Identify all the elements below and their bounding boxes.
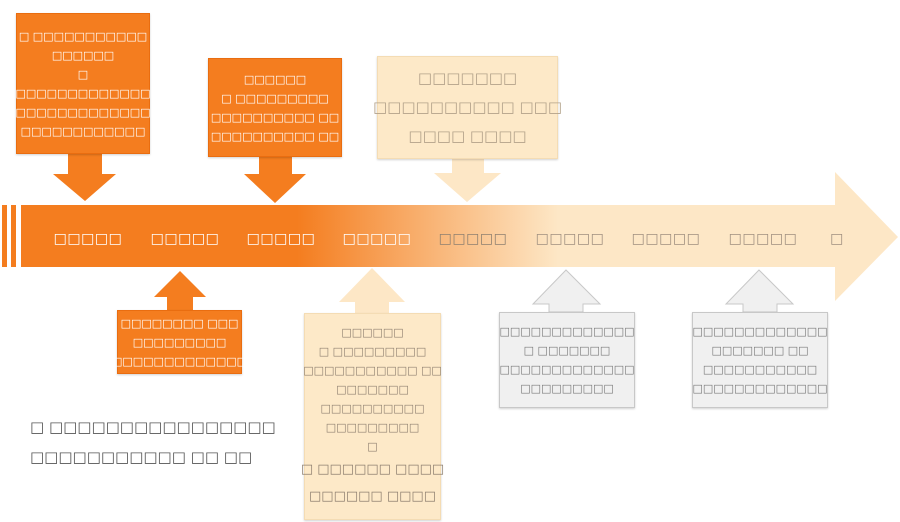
callout-below-2-line-9: □□□□□□ □□□□ (309, 489, 436, 504)
callout-above-1: □ □□□□□□□□□□□ □□□□□□ □ □□□□□□□□□□□□□ □□□… (15, 13, 151, 154)
callout-below-4: □□□□□□□□□□□□□ □□□□□□□ □□ □□□□□□□□□□□ □□□… (692, 312, 828, 408)
callout-above-3-line-2: □□□□□□□□□□ □□□ (373, 98, 563, 116)
callout-below-2-line-8: □ □□□□□□ □□□□ (300, 462, 445, 477)
timeline-label-7: □□□□□ (631, 231, 701, 247)
callout-below-4-line-1: □□□□□□□□□□□□□ (692, 325, 828, 338)
timeline-label-2: □□□□□ (150, 231, 220, 247)
up-arrow-2 (339, 268, 405, 313)
callout-above-1-line-3: □ (77, 67, 89, 81)
timeline-arrow-body (21, 172, 898, 301)
up-arrow-1 (154, 271, 206, 310)
footnote-line-2: □□□□□□□□□□□ □□ □□ (30, 448, 253, 466)
callout-below-4-line-3: □□□□□□□□□□□ (702, 363, 818, 376)
timeline-label-6: □□□□□ (535, 231, 605, 247)
timeline-label-5: □□□□□ (438, 231, 508, 247)
callout-above-2-line-2: □ □□□□□□□□□ (221, 91, 329, 105)
callout-below-2-line-1: □□□□□□ (341, 326, 404, 339)
callout-above-3-line-3: □□□□ □□□□ (408, 127, 527, 145)
timeline-label-9: □ (830, 231, 844, 247)
timeline-start-bar-2 (11, 205, 16, 267)
callout-below-2-line-6: □□□□□□□□□ (325, 421, 420, 434)
timeline-start-bar-1 (2, 205, 7, 267)
timeline-label-4: □□□□□ (342, 231, 412, 247)
callout-above-2-line-1: □□□□□□ (243, 72, 307, 86)
callout-below-1: □□□□□□□□ □□□ □□□□□□□□□ □□□□□□□□□□□□□ (112, 310, 247, 374)
callout-below-4-line-4: □□□□□□□□□□□□□ (692, 382, 828, 395)
down-arrow-1 (53, 154, 116, 201)
callout-below-1-line-2: □□□□□□□□□ (132, 335, 227, 349)
callout-below-3-line-3: □□□□□□□□□□□□□ (499, 363, 635, 376)
timeline-label-3: □□□□□ (246, 231, 316, 247)
callout-below-2-line-4: □□□□□□□ (336, 383, 409, 396)
callout-below-3-line-1: □□□□□□□□□□□□□ (499, 325, 635, 338)
callout-above-1-line-5: □□□□□□□□□□□□□ (15, 105, 151, 119)
timeline-label-8: □□□□□ (728, 231, 798, 247)
callout-below-2-line-5: □□□□□□□□□□ (320, 402, 425, 415)
footnote-line-1: □ □□□□□□□□□□□□□□□□ (30, 418, 276, 436)
callout-below-2-line-7: □ (367, 440, 378, 453)
callout-above-1-line-1: □ □□□□□□□□□□□ (18, 29, 148, 43)
callout-below-2: □□□□□□ □ □□□□□□□□□ □□□□□□□□□□□ □□ □□□□□□… (300, 313, 445, 520)
down-arrow-3 (434, 156, 501, 202)
callout-above-3: □□□□□□□ □□□□□□□□□□ □□□ □□□□ □□□□ (373, 56, 562, 159)
callout-below-4-line-2: □□□□□□□ □□ (711, 344, 809, 357)
up-arrow-4 (724, 269, 795, 313)
callout-above-1-line-6: □□□□□□□□□□□□ (20, 124, 146, 138)
callout-below-1-line-3: □□□□□□□□□□□□□ (111, 354, 248, 368)
callout-below-3-line-2: □ □□□□□□□ (523, 344, 611, 357)
callout-above-1-line-2: □□□□□□ (51, 48, 115, 62)
callout-above-2: □□□□□□ □ □□□□□□□□□ □□□□□□□□□□ □□ □□□□□□□… (208, 58, 342, 157)
up-arrow-3 (531, 269, 602, 313)
callout-above-1-line-4: □□□□□□□□□□□□□ (15, 86, 151, 100)
timeline-label-1: □□□□□ (53, 231, 123, 247)
down-arrow-2 (244, 157, 306, 203)
callout-below-2-line-3: □□□□□□□□□□□ □□ (303, 364, 442, 377)
footnote: □ □□□□□□□□□□□□□□□□ □□□□□□□□□□□ □□ □□ (30, 412, 276, 472)
callout-above-2-line-4: □□□□□□□□□□ □□ (210, 129, 340, 143)
callout-above-2-line-3: □□□□□□□□□□ □□ (210, 110, 340, 124)
callout-above-3-line-1: □□□□□□□ (417, 69, 518, 87)
callout-below-2-line-2: □ □□□□□□□□□ (318, 345, 427, 358)
callout-below-3-line-4: □□□□□□□□□ (520, 382, 614, 395)
callout-below-1-line-1: □□□□□□□□ □□□ (120, 316, 239, 330)
callout-below-3: □□□□□□□□□□□□□ □ □□□□□□□ □□□□□□□□□□□□□ □□… (499, 312, 635, 408)
